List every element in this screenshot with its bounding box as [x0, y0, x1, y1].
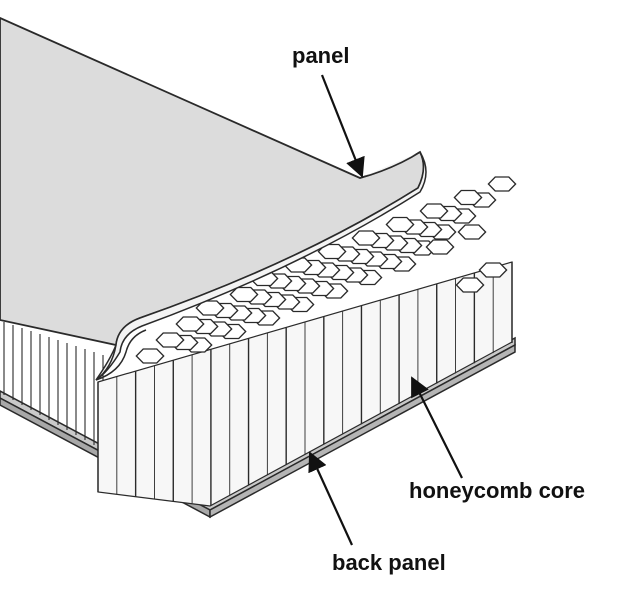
hex-cell [453, 189, 483, 206]
hex-cell [425, 239, 455, 255]
hex-cell [385, 216, 415, 233]
hex-cell [175, 316, 205, 332]
hex-cell [457, 224, 487, 240]
honeycomb-core-arrow [411, 376, 463, 479]
hex-cell [195, 300, 225, 316]
honeycomb-core-label: honeycomb core [409, 478, 585, 503]
annotation-arrows [308, 74, 463, 546]
panel-label: panel [292, 43, 349, 68]
hex-cell [135, 348, 165, 364]
honeycomb-left-wall [3, 322, 104, 450]
hex-cell [351, 230, 381, 246]
hex-cell [478, 262, 508, 278]
honeycomb-front-wall [97, 261, 513, 507]
hex-cell [419, 203, 449, 219]
back-panel-arrow [308, 451, 354, 546]
hex-cell [229, 286, 259, 303]
top-panel-sheet [0, 17, 427, 381]
back-panel-side-edge [209, 343, 516, 519]
top-panel-curl-lip [95, 329, 147, 381]
hex-cell [455, 277, 485, 293]
honeycomb-cells [135, 176, 517, 364]
hex-cell [317, 243, 347, 260]
hex-cell [155, 332, 185, 348]
top-panel-curl-edge [95, 150, 427, 381]
panel-arrow [320, 74, 365, 178]
back-panel-label: back panel [332, 550, 446, 575]
hex-cell [487, 176, 517, 192]
